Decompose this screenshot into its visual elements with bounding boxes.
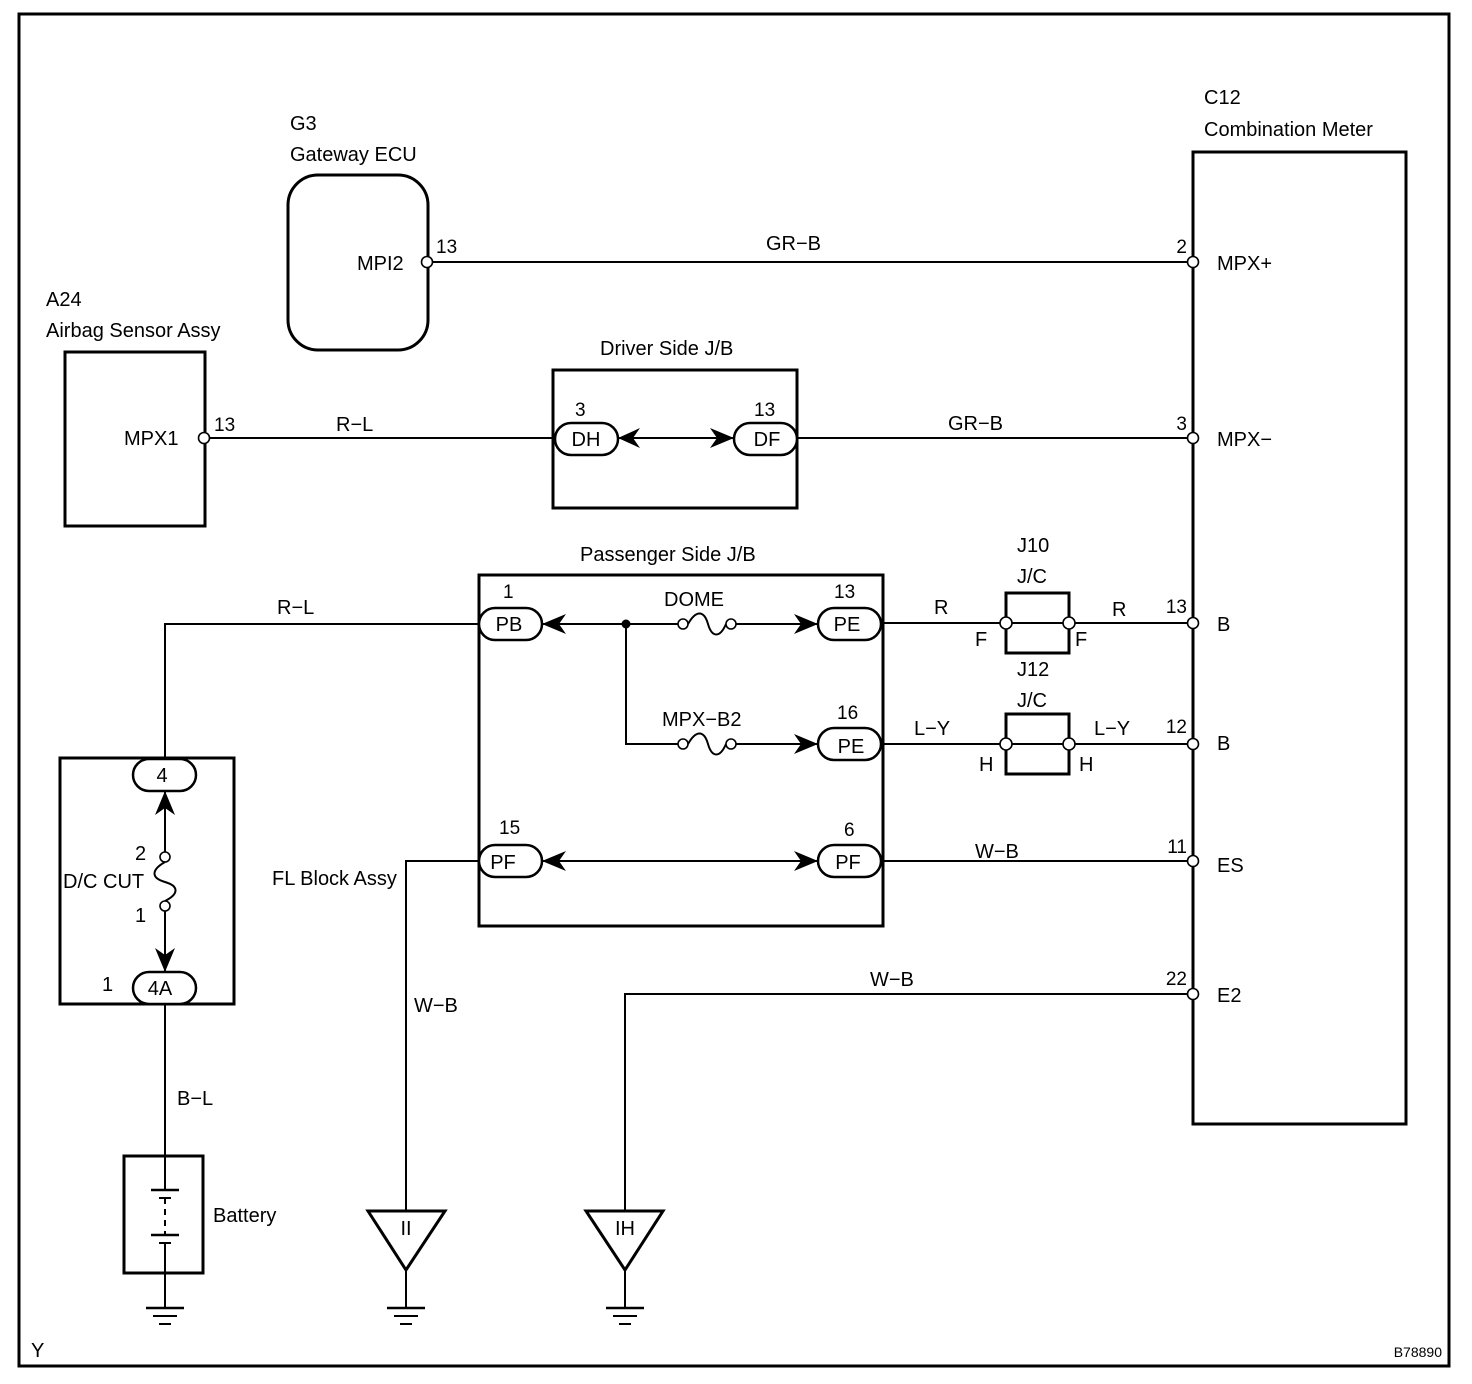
- junction-j10-pin-right: F: [1075, 629, 1087, 651]
- driver-side-jb-name: Driver Side J/B: [600, 338, 733, 360]
- wire-label: W−B: [870, 969, 914, 991]
- fl-block-assy: FL Block Assy 4 2 D/C CUT 1 4A 1: [58, 756, 397, 1006]
- connector-fl-4-label: 4: [156, 765, 167, 787]
- ground-ii-label: II: [400, 1218, 411, 1240]
- connector-df-pin: 13: [754, 400, 775, 421]
- battery-box: [122, 1154, 205, 1275]
- battery-label: Battery: [213, 1205, 276, 1227]
- gateway-ecu-name: Gateway ECU: [290, 144, 417, 166]
- meter-pin-number: 3: [1176, 414, 1187, 435]
- junction-j12-type: J/C: [1017, 690, 1047, 712]
- gateway-ecu: G3 Gateway ECU MPI2 13: [286, 113, 457, 352]
- airbag-sensor-code: A24: [46, 289, 82, 311]
- connector-pe-pin: 13: [834, 582, 855, 603]
- connector-pe-label: PE: [834, 614, 861, 636]
- ground-symbol-battery: [146, 1273, 184, 1325]
- ground-ih-label: IH: [615, 1218, 635, 1240]
- junction-j12-code: J12: [1017, 659, 1049, 681]
- wire-label: L−Y: [914, 718, 950, 740]
- meter-pin-name: E2: [1217, 985, 1241, 1007]
- junction-j10-pin-left: F: [975, 629, 987, 651]
- connector-fl-4a-pin: 1: [102, 974, 113, 996]
- junction-j12-pin-right: H: [1079, 754, 1093, 776]
- connector-df-label: DF: [754, 429, 781, 451]
- connector-pf-label: PF: [490, 852, 516, 874]
- combination-meter-box: [1191, 150, 1408, 1126]
- meter-pin-name: ES: [1217, 855, 1244, 877]
- combination-meter-name: Combination Meter: [1204, 119, 1373, 141]
- ground-point-ii: II: [365, 1209, 448, 1325]
- meter-pin-number: 22: [1166, 969, 1187, 990]
- fl-fuse-pin-top: 2: [135, 843, 146, 865]
- terminals: [197, 255, 1200, 1001]
- connector-pe-pin: 16: [837, 703, 858, 724]
- wire-label: R−L: [336, 414, 373, 436]
- airbag-sensor-name: Airbag Sensor Assy: [46, 320, 221, 342]
- meter-pin-name: B: [1217, 733, 1230, 755]
- meter-pin-name: B: [1217, 614, 1230, 636]
- passenger-side-jb-box: [477, 573, 885, 928]
- gateway-ecu-code: G3: [290, 113, 317, 135]
- connector-dh-pin: 3: [575, 400, 586, 421]
- airbag-sensor: A24 Airbag Sensor Assy MPX1 13: [46, 289, 235, 528]
- passenger-side-jb: Passenger Side J/B DOME MPX−B2 PB 1 PE 1…: [477, 544, 885, 928]
- connector-fl-4a-label: 4A: [148, 978, 173, 1000]
- meter-pin-number: 13: [1166, 597, 1187, 618]
- driver-side-jb: Driver Side J/B DH 3 DF 13: [551, 338, 799, 510]
- arrow-left: [618, 428, 640, 448]
- connector-pb-pin: 1: [503, 582, 514, 603]
- diagram-frame: [17, 12, 1451, 1368]
- combination-meter-code: C12: [1204, 87, 1241, 109]
- ground-point-ih: IH: [583, 1209, 666, 1325]
- figure-code: B78890: [1394, 1344, 1442, 1360]
- junction-j12-pin-left: H: [979, 754, 993, 776]
- meter-pin-number: 11: [1167, 837, 1187, 858]
- corner-label: Y: [31, 1340, 44, 1362]
- junction-j12: J12 J/C H H: [979, 659, 1093, 776]
- wire-label: R: [934, 597, 948, 619]
- wire-label: W−B: [975, 841, 1019, 863]
- wire-labels: GR−B R−L GR−B R−L R R L−Y L−Y W−B W−B W−…: [177, 233, 1130, 1110]
- airbag-sensor-pin-name: MPX1: [124, 428, 178, 450]
- wires: [164, 261, 1187, 1211]
- wire-label: R−L: [277, 597, 314, 619]
- fl-fuse-label: D/C CUT: [63, 871, 144, 893]
- connector-dh-label: DH: [572, 429, 601, 451]
- connector-pe-label: PE: [838, 736, 865, 758]
- wire-label: B−L: [177, 1088, 213, 1110]
- wire-label: GR−B: [766, 233, 821, 255]
- battery: Battery: [122, 1154, 276, 1275]
- meter-pin-number: 2: [1176, 237, 1187, 258]
- junction-j10-code: J10: [1017, 535, 1049, 557]
- gateway-ecu-pin-number: 13: [436, 237, 457, 258]
- junction-j10-type: J/C: [1017, 566, 1047, 588]
- fuse-dome-label: DOME: [664, 589, 724, 611]
- connector-pf-label: PF: [835, 852, 861, 874]
- junction-j10: J10 J/C F F: [975, 535, 1087, 655]
- meter-pin-name: MPX+: [1217, 253, 1272, 275]
- arrow-right: [710, 428, 734, 448]
- fuse-mpx-label: MPX−B2: [662, 709, 741, 731]
- wire-label: R: [1112, 599, 1126, 621]
- meter-pin-number: 12: [1166, 717, 1187, 738]
- fl-fuse-pin-bottom: 1: [135, 905, 146, 927]
- connector-pb-label: PB: [496, 614, 523, 636]
- gateway-ecu-pin-name: MPI2: [357, 253, 404, 275]
- passenger-side-jb-name: Passenger Side J/B: [580, 544, 756, 566]
- connector-pf-pin: 15: [499, 818, 520, 839]
- wire-label: W−B: [414, 995, 458, 1017]
- wire-label: L−Y: [1094, 718, 1130, 740]
- combination-meter: C12 Combination Meter 2 3 13 12 11 22 MP…: [1166, 87, 1408, 1126]
- fl-block-name: FL Block Assy: [272, 868, 397, 890]
- splice-dot: [621, 619, 631, 629]
- wire-label: GR−B: [948, 413, 1003, 435]
- meter-pin-name: MPX−: [1217, 429, 1272, 451]
- connector-pf-pin: 6: [844, 820, 855, 841]
- airbag-sensor-pin-number: 13: [214, 415, 235, 436]
